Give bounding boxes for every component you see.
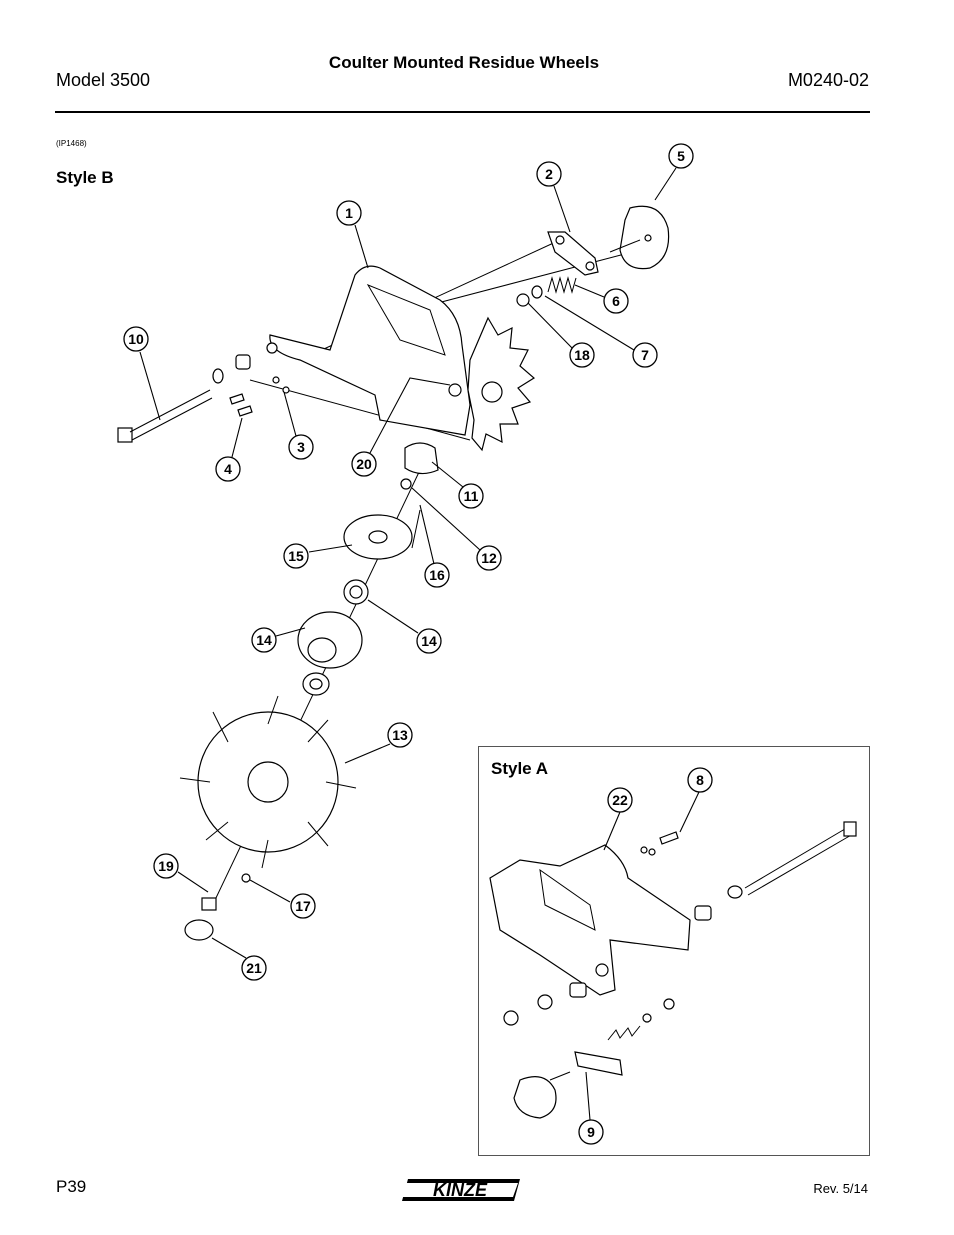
svg-text:15: 15 [288,548,304,564]
revision-label: Rev. 5/14 [813,1181,868,1196]
callout-17: 17 [290,893,316,919]
callout-19: 19 [153,853,179,879]
callout-3: 3 [288,434,314,460]
svg-text:17: 17 [295,898,311,914]
callout-21: 21 [241,955,267,981]
header-rule [55,111,870,113]
svg-text:13: 13 [392,727,408,743]
kinze-logo: KINZE [401,1179,520,1201]
svg-text:14: 14 [421,633,437,649]
callout-4: 4 [215,456,241,482]
svg-text:7: 7 [641,347,649,363]
svg-text:21: 21 [246,960,262,976]
callout-20: 20 [351,451,377,477]
logo-text: KINZE [433,1180,488,1200]
svg-text:22: 22 [612,792,628,808]
svg-text:12: 12 [481,550,497,566]
svg-text:5: 5 [677,148,685,164]
callout-13: 13 [387,722,413,748]
svg-text:9: 9 [587,1124,595,1140]
callout-11: 11 [458,483,484,509]
svg-text:16: 16 [429,567,445,583]
callout-1: 1 [336,200,362,226]
svg-text:10: 10 [128,331,144,347]
callout-5: 5 [668,143,694,169]
page-title: Coulter Mounted Residue Wheels [328,53,600,72]
svg-text:2: 2 [545,166,553,182]
callout-8: 8 [687,767,713,793]
svg-text:11: 11 [464,488,479,504]
callout-7: 7 [632,342,658,368]
svg-text:6: 6 [612,293,620,309]
svg-text:3: 3 [297,439,305,455]
style-a-heading: Style A [491,759,549,778]
callout-22: 22 [607,787,633,813]
callout-12: 12 [476,545,502,571]
svg-text:8: 8 [696,772,704,788]
svg-text:18: 18 [574,347,590,363]
model-label: Model 3500 [56,70,151,90]
svg-text:1: 1 [345,205,353,221]
image-ref: (IP1468) [56,139,87,148]
page-number: P39 [56,1177,87,1196]
svg-text:14: 14 [256,632,272,648]
callout-2: 2 [536,161,562,187]
svg-text:4: 4 [224,461,232,477]
callout-14-left: 14 [251,627,277,653]
callout-6: 6 [603,288,629,314]
callout-10: 10 [123,326,149,352]
svg-text:19: 19 [158,858,174,874]
style-a-inset [478,746,870,1156]
svg-text:20: 20 [356,456,372,472]
style-b-heading: Style B [56,168,114,187]
doc-number: M0240-02 [787,70,869,90]
callout-18: 18 [569,342,595,368]
callout-15: 15 [283,543,309,569]
callout-16: 16 [424,562,450,588]
callout-14-right: 14 [416,628,442,654]
callout-9: 9 [578,1119,604,1145]
